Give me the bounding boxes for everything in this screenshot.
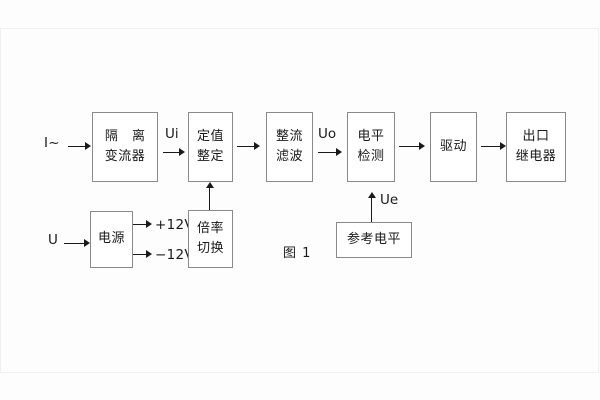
- input-current-arrowhead: [85, 142, 91, 150]
- block-setting-value[interactable]: 定值 整定: [188, 112, 233, 182]
- figure-caption: 图 1: [283, 246, 312, 261]
- rail-positive-label: +12V: [155, 217, 194, 233]
- block-ratio-switch[interactable]: 倍率 切换: [188, 210, 233, 268]
- input-voltage-label: U: [48, 232, 59, 248]
- setting-to-rectifier-arrowhead: [254, 142, 260, 150]
- block-level-detection[interactable]: 电平 检测: [347, 112, 395, 182]
- reference-to-level-arrowhead: [368, 192, 376, 198]
- block-driver-line1: 驱动: [439, 138, 467, 154]
- signal-ui-label: Ui: [165, 126, 179, 142]
- rail-positive-arrowhead: [146, 220, 152, 228]
- ui-line: [163, 152, 181, 153]
- block-isolation-ct[interactable]: 隔 离 变流器: [92, 112, 158, 182]
- level-to-driver-line: [399, 146, 421, 147]
- block-rectifier-filter-line2: 滤波: [275, 149, 303, 164]
- block-output-relay-line2: 继电器: [515, 149, 557, 164]
- driver-to-relay-line: [481, 146, 503, 147]
- ratio-to-setting-arrowhead: [206, 182, 214, 188]
- rail-negative-arrowhead: [146, 250, 152, 258]
- block-rectifier-filter[interactable]: 整流 滤波: [266, 112, 313, 182]
- block-isolation-ct-line1: 隔 离: [104, 128, 151, 144]
- figure-frame: [0, 28, 599, 373]
- ratio-to-setting-line: [209, 186, 210, 210]
- signal-ue-label: Ue: [380, 192, 399, 208]
- block-driver[interactable]: 驱动: [430, 112, 477, 182]
- block-ratio-switch-line1: 倍率: [196, 220, 224, 236]
- block-reference-level-line1: 参考电平: [346, 231, 401, 247]
- block-reference-level[interactable]: 参考电平: [336, 222, 412, 258]
- rail-negative-label: −12V: [155, 247, 194, 263]
- input-current-label: I~: [44, 135, 60, 151]
- block-output-relay[interactable]: 出口 继电器: [506, 112, 566, 182]
- block-setting-value-line2: 整定: [196, 149, 224, 164]
- block-isolation-ct-line2: 变流器: [104, 149, 146, 164]
- input-voltage-arrowhead: [84, 239, 90, 247]
- input-voltage-line: [64, 243, 86, 244]
- block-power-supply-line1: 电源: [97, 231, 125, 247]
- rail-negative-line: [133, 254, 149, 255]
- uo-line: [318, 152, 338, 153]
- block-level-detection-line1: 电平: [357, 128, 385, 144]
- input-current-line: [68, 146, 88, 147]
- block-output-relay-line1: 出口: [522, 128, 550, 144]
- ui-arrowhead: [179, 148, 185, 156]
- level-to-driver-arrowhead: [419, 142, 425, 150]
- block-power-supply[interactable]: 电源: [90, 211, 133, 268]
- uo-arrowhead: [336, 148, 342, 156]
- reference-to-level-line: [371, 196, 372, 222]
- block-setting-value-line1: 定值: [196, 128, 224, 144]
- block-ratio-switch-line2: 切换: [196, 241, 224, 256]
- block-rectifier-filter-line1: 整流: [275, 128, 303, 144]
- signal-uo-label: Uo: [318, 126, 337, 142]
- rail-positive-line: [133, 224, 149, 225]
- setting-to-rectifier-line: [237, 146, 256, 147]
- driver-to-relay-arrowhead: [500, 142, 506, 150]
- block-level-detection-line2: 检测: [357, 149, 385, 164]
